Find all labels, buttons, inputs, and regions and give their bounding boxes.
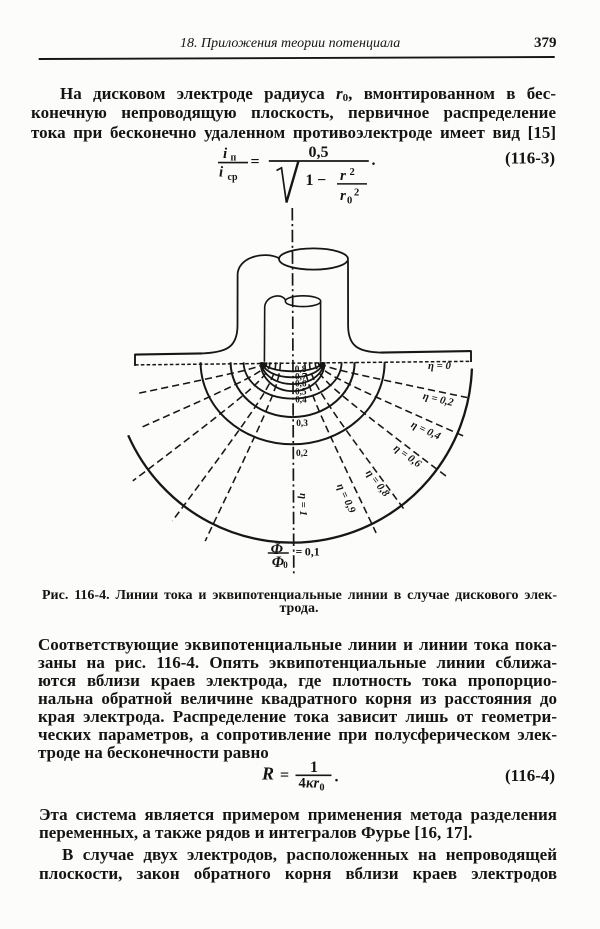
svg-text:0: 0 (283, 560, 288, 570)
svg-text:0,5: 0,5 (309, 144, 329, 161)
svg-text:0,7: 0,7 (295, 371, 307, 381)
svg-text:0,3: 0,3 (296, 419, 308, 429)
svg-text:ср: ср (228, 172, 238, 183)
svg-text:η = 0,4: η = 0,4 (409, 419, 443, 443)
svg-text:0,4: 0,4 (295, 395, 307, 405)
svg-text:η = 0,8: η = 0,8 (363, 467, 392, 499)
svg-text:R: R (261, 764, 274, 784)
svg-text:.: . (372, 152, 376, 169)
svg-text:r: r (314, 776, 320, 792)
svg-text:=: = (280, 767, 289, 784)
svg-text:i: i (223, 146, 228, 162)
svg-text:η = 1: η = 1 (297, 493, 309, 516)
svg-text:4: 4 (299, 776, 306, 792)
svg-text:0: 0 (320, 783, 325, 794)
svg-text:0,8: 0,8 (295, 364, 307, 374)
svg-text:2: 2 (350, 167, 355, 178)
svg-text:−: − (317, 172, 326, 189)
svg-text:0: 0 (347, 196, 352, 207)
svg-text:0,2: 0,2 (296, 449, 308, 459)
svg-text:2: 2 (354, 188, 359, 199)
svg-text:1: 1 (306, 172, 314, 189)
svg-text:(116-3): (116-3) (505, 148, 555, 167)
svg-text:r: r (340, 168, 346, 184)
svg-text:.: . (335, 769, 339, 786)
svg-text:0,6: 0,6 (295, 379, 307, 389)
svg-text:η = 0: η = 0 (428, 360, 451, 372)
svg-text:Φ: Φ (272, 554, 284, 571)
svg-text:= 0,1: = 0,1 (296, 544, 320, 558)
svg-text:1: 1 (310, 759, 318, 776)
svg-text:(116-4): (116-4) (505, 766, 555, 785)
svg-text:0,5: 0,5 (295, 386, 307, 396)
svg-text:η = 0,2: η = 0,2 (422, 390, 455, 409)
svg-text:i: i (219, 165, 224, 181)
svg-text:r: r (340, 188, 346, 204)
svg-text:Φ: Φ (271, 541, 283, 558)
svg-text:κ: κ (306, 776, 314, 792)
svg-text:=: = (251, 154, 260, 171)
svg-text:п: п (231, 152, 237, 163)
